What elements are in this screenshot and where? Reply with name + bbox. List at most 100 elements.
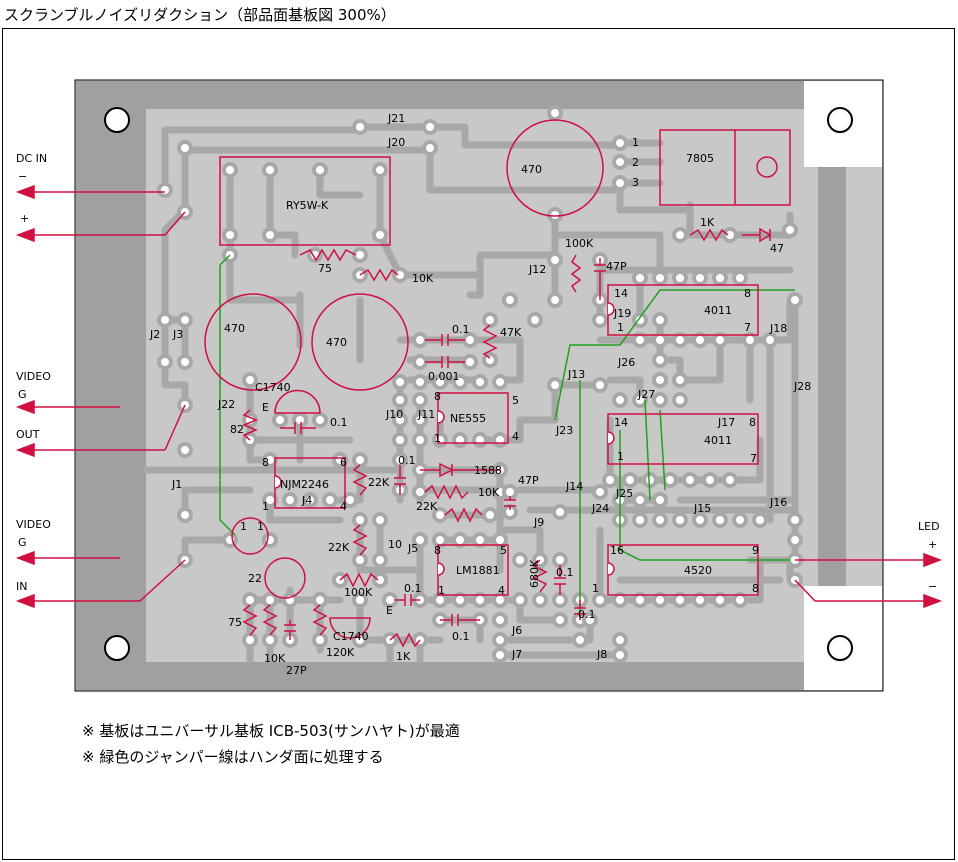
value-label: 47K: [500, 326, 522, 339]
cap-47p-mid: [504, 496, 516, 510]
pcb-pads: [157, 105, 803, 663]
resistor-22k-c: [424, 484, 469, 500]
pin-label: 5: [500, 544, 507, 557]
njm2246-label: NJM2246: [280, 478, 329, 491]
cap-47: [742, 227, 772, 243]
pin-label: 2: [632, 156, 639, 169]
led-minus-label: −: [928, 580, 937, 593]
value-label: 47P: [518, 474, 539, 487]
cap-470-left: [204, 293, 302, 391]
page-title: スクランブルノイズリダクション（部品面基板図 300%）: [4, 6, 396, 24]
board-bottom-edge: [76, 662, 804, 690]
pin-label: 5: [512, 394, 519, 407]
value-label: 22K: [416, 500, 438, 513]
jumper-label: J5: [407, 542, 418, 555]
value-label: 22: [248, 572, 262, 585]
resistor-1k-bottom: [389, 632, 421, 648]
ic4520-label: 4520: [684, 564, 712, 577]
c1740b-label: C1740: [333, 630, 369, 643]
pin-label: 8: [434, 390, 441, 403]
resistor-47k: [482, 324, 498, 359]
pin-label: 1: [617, 450, 624, 463]
jumper-label: J2: [149, 328, 160, 341]
component-labels: RY5W-K 7805 NE555 NJM2246 LM1881 4011 40…: [255, 152, 732, 643]
resistor-22k-b: [352, 524, 368, 556]
video-out-g-label: G: [18, 388, 27, 401]
pin-label: 9: [752, 544, 759, 557]
pin-label: 4: [512, 430, 519, 443]
note-jumper: ※ 緑色のジャンパー線はハンダ面に処理する: [82, 748, 384, 766]
resistor-680k: [532, 559, 548, 593]
terminal-arrows: [15, 184, 943, 609]
jumper-label: J28: [793, 380, 811, 393]
value-label: 0.1: [452, 323, 470, 336]
value-label: 47: [770, 242, 784, 255]
d1588-label: 1588: [474, 464, 502, 477]
jumper-label: J15: [693, 502, 711, 515]
jumper-label: J17: [717, 416, 735, 429]
pin-label: 1: [632, 136, 639, 149]
jumper-label: J10: [385, 408, 403, 421]
jumper-label: J3: [172, 328, 183, 341]
board-left-edge: [76, 81, 146, 690]
value-label: 82: [230, 423, 244, 436]
pin-labels: 1 2 3 8 5 1 4 8 6 1 4 8 5 1 4 14 8 1 7 1…: [262, 136, 759, 597]
dc-in-label: DC IN: [16, 152, 47, 165]
resistor-75-bottom: [242, 604, 258, 636]
value-label: 470: [326, 336, 347, 349]
cap-0.1-d: [395, 594, 420, 606]
value-label: 0.1: [452, 630, 470, 643]
pin-label: 8: [752, 582, 759, 595]
value-label: 1: [240, 520, 247, 533]
ic4011a-label: 4011: [704, 304, 732, 317]
diode-1588: [420, 462, 500, 478]
jumper-label: J13: [567, 368, 585, 381]
jumper-label: J21: [387, 112, 405, 125]
cap-0.1-f: [554, 565, 566, 595]
value-label: 470: [521, 163, 542, 176]
value-label: 0.1: [404, 582, 422, 595]
resistor-10k-top: [359, 268, 399, 282]
relay-ry5wk: [219, 156, 391, 246]
jumper-label: J14: [565, 480, 583, 493]
pin-label: 14: [614, 416, 628, 429]
value-label: 0.1: [556, 566, 574, 579]
jumper-label: J27: [637, 388, 655, 401]
jumper-label: J22: [217, 398, 235, 411]
pin-label: 14: [614, 287, 628, 300]
drawing-frame: [2, 28, 955, 860]
value-label: 22K: [368, 476, 390, 489]
pin-label: 1: [592, 582, 599, 595]
value-label: 1K: [396, 650, 411, 663]
out-label: OUT: [16, 428, 40, 441]
jumper-label: J16: [769, 496, 787, 509]
value-label: 470: [224, 322, 245, 335]
note-board: ※ 基板はユニバーサル基板 ICB-503(サンハヤト)が最適: [82, 722, 460, 740]
value-label: 10: [388, 538, 402, 551]
pin-label: 8: [744, 287, 751, 300]
cap-22: [264, 557, 306, 599]
value-label: 0.001: [428, 370, 460, 383]
pin-label: 7: [744, 321, 751, 334]
cap-0.1-e: [440, 614, 480, 626]
green-jumpers: [219, 254, 795, 620]
mount-hole-tr: [827, 107, 853, 133]
jumper-label: J23: [555, 424, 573, 437]
pin-label: 4: [498, 584, 505, 597]
value-label: 680K: [528, 559, 541, 588]
pin-label: 8: [262, 456, 269, 469]
transistor-c1740-bottom: [329, 617, 371, 639]
resistor-82: [242, 409, 258, 441]
cap-0.1-c: [394, 465, 406, 495]
mount-hole-bl: [104, 635, 130, 661]
pin-label: 8: [434, 544, 441, 557]
cap-470-mid: [311, 293, 409, 391]
jumper-label: J6: [511, 624, 522, 637]
resistor-100k-bottom: [339, 572, 379, 588]
pin-label: 1: [434, 432, 441, 445]
relay-label: RY5W-K: [286, 199, 329, 212]
resistor-120k: [312, 604, 328, 636]
value-label: 0.1: [330, 416, 348, 429]
jumper-label: J12: [528, 263, 546, 276]
